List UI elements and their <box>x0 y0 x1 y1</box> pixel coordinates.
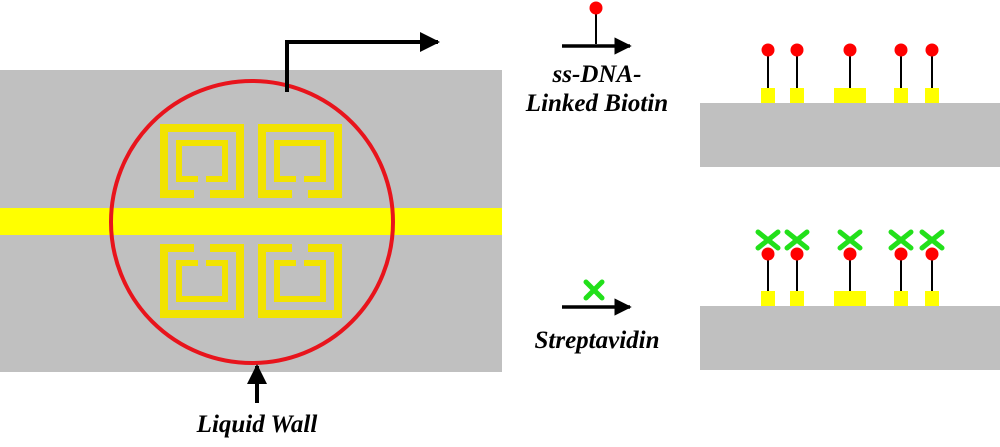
probe <box>790 43 804 103</box>
liquid-wall-label: Liquid Wall <box>196 411 318 438</box>
split-ring-resonator <box>258 244 342 318</box>
split-ring-resonator <box>160 124 244 198</box>
panel-biotin-functionalized <box>700 43 1000 167</box>
probe <box>888 229 914 306</box>
probe <box>834 229 866 306</box>
ssdna-label-line1: ss-DNA- <box>552 61 642 88</box>
liquid-wall-circle <box>109 79 395 365</box>
probe <box>894 43 908 103</box>
panel-substrate <box>700 306 1000 370</box>
probe <box>919 229 945 306</box>
panel-substrate <box>700 103 1000 167</box>
panel-streptavidin-bound <box>700 229 1000 370</box>
green-x-icon <box>583 279 605 301</box>
probe <box>834 43 866 103</box>
probe <box>755 229 781 306</box>
probe <box>925 43 939 103</box>
biotin-legend-marker <box>589 1 603 44</box>
split-ring-resonator <box>160 244 244 318</box>
probe <box>761 43 775 103</box>
zoom-callout-arrow <box>285 32 440 92</box>
probe <box>784 229 810 306</box>
streptavidin-label: Streptavidin <box>534 327 659 354</box>
ssdna-label-line2: Linked Biotin <box>525 90 668 117</box>
transmission-line <box>0 208 502 235</box>
split-ring-resonator <box>258 124 342 198</box>
